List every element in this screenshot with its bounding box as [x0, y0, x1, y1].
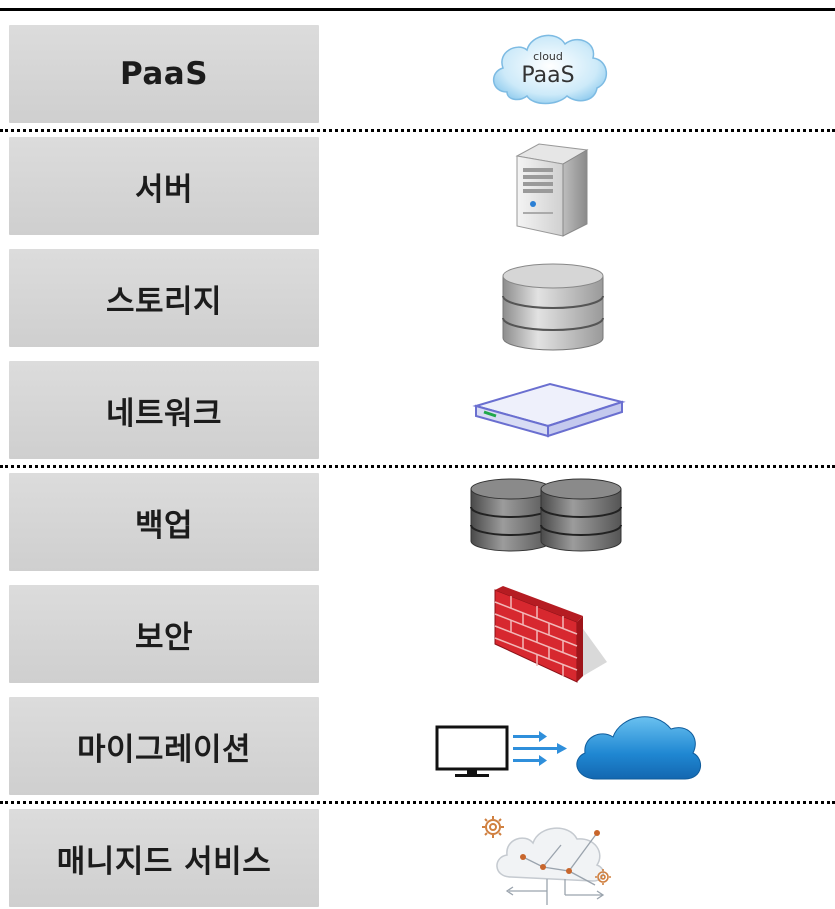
label-text: 네트워크 — [105, 395, 223, 432]
arrows-icon — [513, 731, 567, 766]
label-text: 보안 — [134, 619, 194, 656]
label-text: 매니지드 서비스 — [56, 843, 272, 880]
cloud-small-text: cloud — [533, 50, 563, 63]
dotted-separator — [0, 129, 835, 132]
gear-icon — [482, 816, 504, 838]
label-text: 서버 — [134, 171, 194, 208]
top-border-line — [0, 8, 835, 11]
row-label-security: 보안 — [9, 585, 319, 683]
row-label-network: 네트워크 — [9, 361, 319, 459]
row-label-paas: PaaS — [9, 25, 319, 123]
row-label-managed-service: 매니지드 서비스 — [9, 809, 319, 907]
cloud-paas-icon: cloud PaaS — [487, 26, 613, 108]
monitor-icon — [435, 725, 509, 777]
dotted-separator — [0, 801, 835, 804]
server-tower-icon — [513, 140, 591, 238]
label-text: 스토리지 — [105, 283, 223, 320]
row-label-backup: 백업 — [9, 473, 319, 571]
row-label-migration: 마이그레이션 — [9, 697, 319, 795]
row-label-storage: 스토리지 — [9, 249, 319, 347]
storage-database-icon — [499, 262, 607, 352]
migration-monitor-to-cloud-icon — [435, 701, 703, 781]
dotted-separator — [0, 465, 835, 468]
label-text: 마이그레이션 — [76, 731, 252, 768]
managed-service-cloud-gears-icon — [469, 815, 621, 905]
label-text: 백업 — [134, 507, 194, 544]
cloud-big-text: PaaS — [521, 63, 574, 88]
network-device-icon — [472, 380, 626, 440]
row-label-server: 서버 — [9, 137, 319, 235]
backup-databases-icon — [469, 477, 627, 553]
label-text: PaaS — [119, 56, 209, 92]
firewall-brick-wall-icon — [491, 586, 609, 684]
gear-icon — [595, 869, 611, 885]
